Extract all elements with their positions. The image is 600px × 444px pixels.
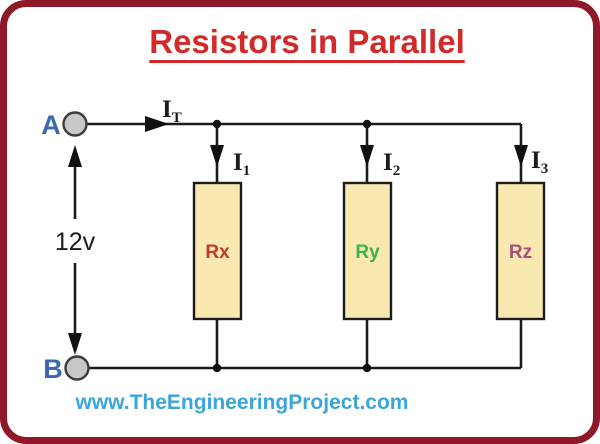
voltage-down-arrow-icon <box>68 333 82 355</box>
resistor-rx-label: Rx <box>205 242 230 263</box>
page-title: Resistors in Parallel <box>149 23 465 60</box>
current-i2-label: I2 <box>383 149 400 179</box>
resistor-rx-body <box>192 181 243 321</box>
resistor-rz-body <box>495 181 546 321</box>
current-total-arrow-icon <box>145 116 169 132</box>
circuit-diagram: Rx Ry Rz A B 12v IT I1 I2 I3 <box>41 96 548 384</box>
current-i3-sub: 3 <box>541 161 549 177</box>
website-link: www.TheEngineeringProject.com <box>75 391 409 414</box>
junction-dot <box>362 119 372 129</box>
current-i1-label: I1 <box>233 149 250 179</box>
terminal-b-node <box>64 355 90 381</box>
voltage-up-arrow-icon <box>68 145 82 167</box>
current-i2-base: I <box>383 149 393 176</box>
current-i3-label: I3 <box>531 147 548 177</box>
current-total-sub: T <box>172 110 182 126</box>
terminal-b-label: B <box>43 354 63 384</box>
resistor-ry-label: Ry <box>355 242 380 263</box>
voltage-label: 12v <box>55 228 96 256</box>
junction-dot <box>212 119 222 129</box>
terminal-a-label: A <box>41 110 61 140</box>
current-i1-sub: 1 <box>243 163 251 179</box>
terminal-a-node <box>62 111 88 137</box>
junction-dot <box>362 363 372 373</box>
junction-dot <box>212 363 222 373</box>
current-i2-arrow-icon <box>360 145 374 167</box>
current-i3-arrow-icon <box>514 145 528 167</box>
resistor-ry-body <box>342 181 393 321</box>
current-i1-arrow-icon <box>210 145 224 167</box>
current-i2-sub: 2 <box>393 163 401 179</box>
current-i3-base: I <box>531 147 541 174</box>
current-total-base: I <box>162 96 172 123</box>
resistor-rz-label: Rz <box>509 242 532 263</box>
current-i1-base: I <box>233 149 243 176</box>
current-total-label: IT <box>162 96 182 126</box>
